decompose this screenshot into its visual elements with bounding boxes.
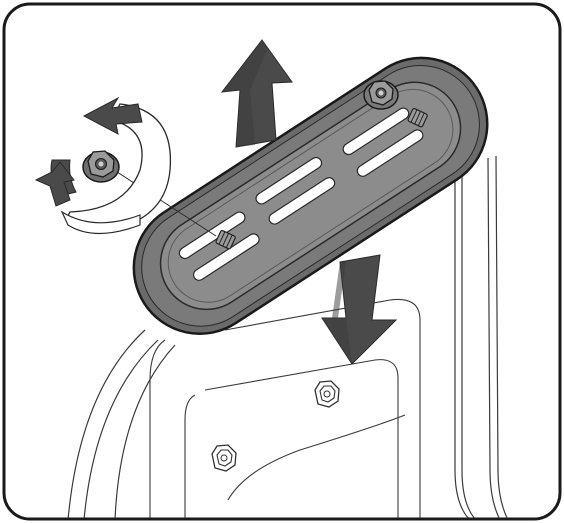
flange-nut-icon <box>364 81 398 109</box>
flange-nut-icon <box>315 381 339 407</box>
flange-nut-icon <box>83 151 119 182</box>
flange-nut-icon <box>212 445 236 471</box>
